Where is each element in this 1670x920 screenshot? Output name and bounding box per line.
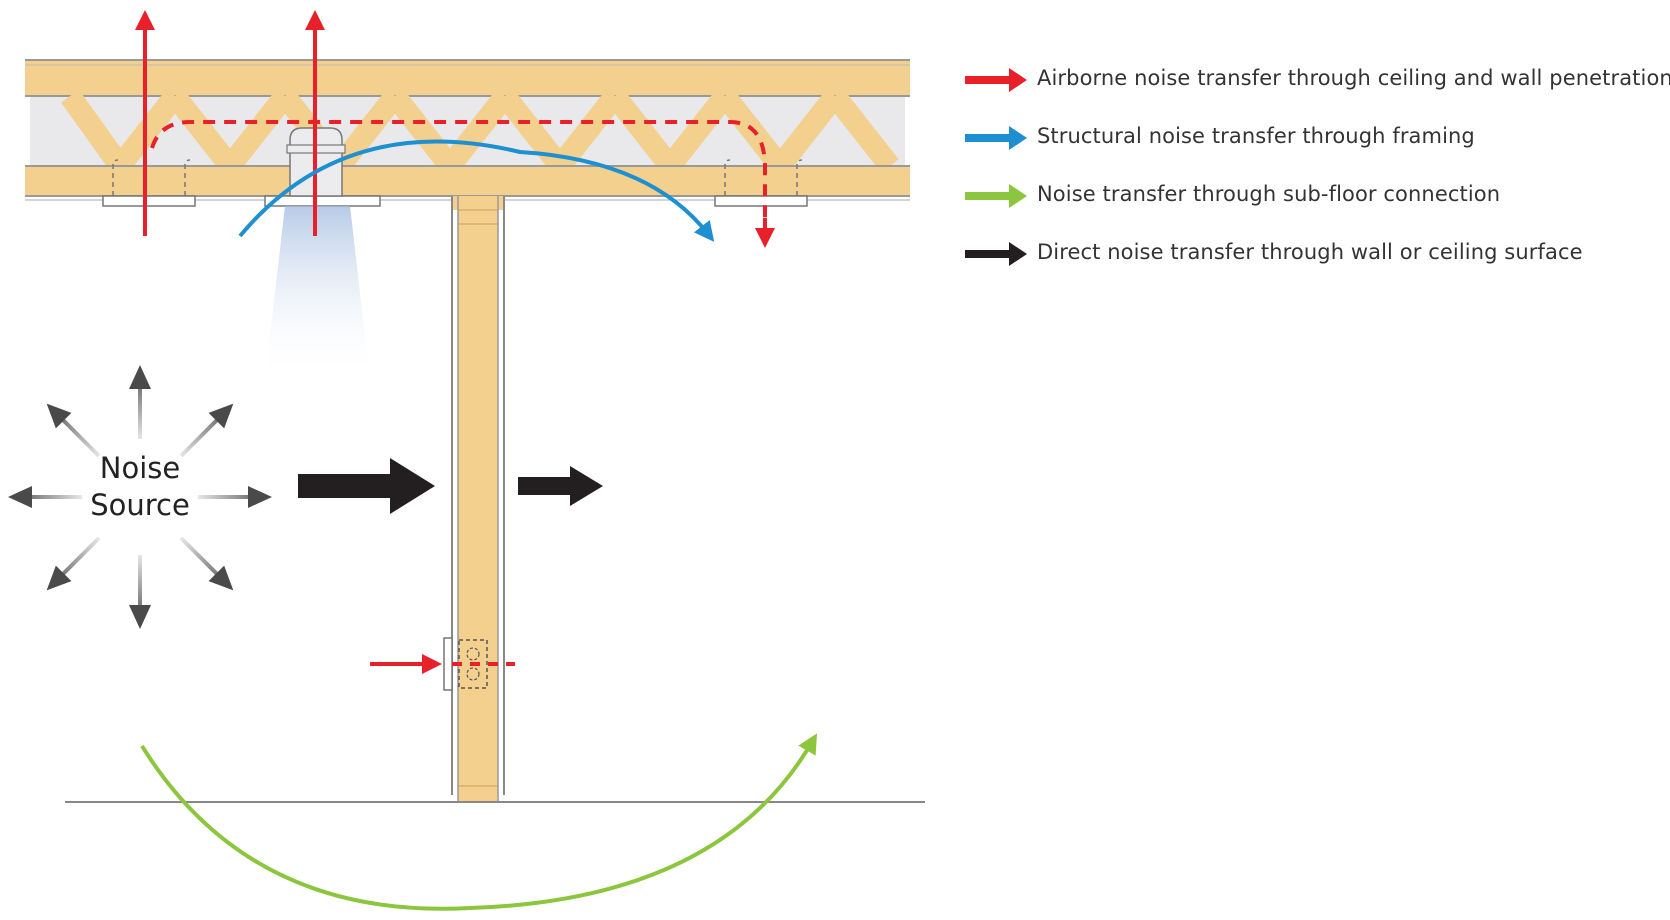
- direct-arrow-outgoing: [518, 466, 603, 506]
- legend: Airborne noise transfer through ceiling …: [965, 62, 1670, 294]
- noise-source-line2: Source: [90, 488, 190, 522]
- direct-noise-arrows: [298, 458, 603, 514]
- airborne-path-through-truss: [150, 120, 767, 220]
- legend-item: Airborne noise transfer through ceiling …: [965, 62, 1670, 120]
- legend-label: Structural noise transfer through framin…: [1037, 124, 1475, 148]
- red-arrow-icon: [965, 68, 1027, 92]
- source-ray-arrow-up-left: [46, 403, 101, 458]
- airborne-noise-arrows: [135, 10, 775, 674]
- black-arrow-icon: [965, 242, 1027, 266]
- source-ray-arrow-right: [198, 486, 272, 508]
- source-ray-arrow-up-right: [179, 403, 234, 458]
- legend-item: Structural noise transfer through framin…: [965, 120, 1665, 178]
- legend-item: Noise transfer through sub-floor connect…: [965, 178, 1665, 236]
- light-beam: [265, 206, 370, 380]
- green-arrow-icon: [965, 184, 1027, 208]
- source-ray-arrow-up: [129, 365, 151, 439]
- electrical-box: [443, 637, 453, 691]
- subfloor-noise-arrow: [140, 733, 818, 911]
- noise-source-rays: [8, 365, 272, 629]
- wall-stud: [458, 196, 498, 802]
- direct-arrow-incoming: [298, 458, 435, 514]
- source-ray-arrow-down: [129, 555, 151, 629]
- source-ray-arrow-down-left: [46, 536, 101, 591]
- noise-source-label: Noise Source: [70, 450, 210, 524]
- truss-bottom-chord: [25, 166, 910, 196]
- structural-noise-arrow: [238, 139, 715, 242]
- legend-label: Noise transfer through sub-floor connect…: [1037, 182, 1501, 206]
- truss-top-chord: [25, 60, 910, 96]
- interior-wall: [443, 196, 505, 803]
- noise-source-line1: Noise: [99, 451, 181, 485]
- source-ray-arrow-left: [8, 486, 82, 508]
- legend-label: Direct noise transfer through wall or ce…: [1037, 240, 1583, 264]
- blue-arrow-icon: [965, 126, 1027, 150]
- source-ray-arrow-down-right: [179, 536, 234, 591]
- legend-label: Airborne noise transfer through ceiling …: [1037, 66, 1670, 90]
- legend-item: Direct noise transfer through wall or ce…: [965, 236, 1665, 294]
